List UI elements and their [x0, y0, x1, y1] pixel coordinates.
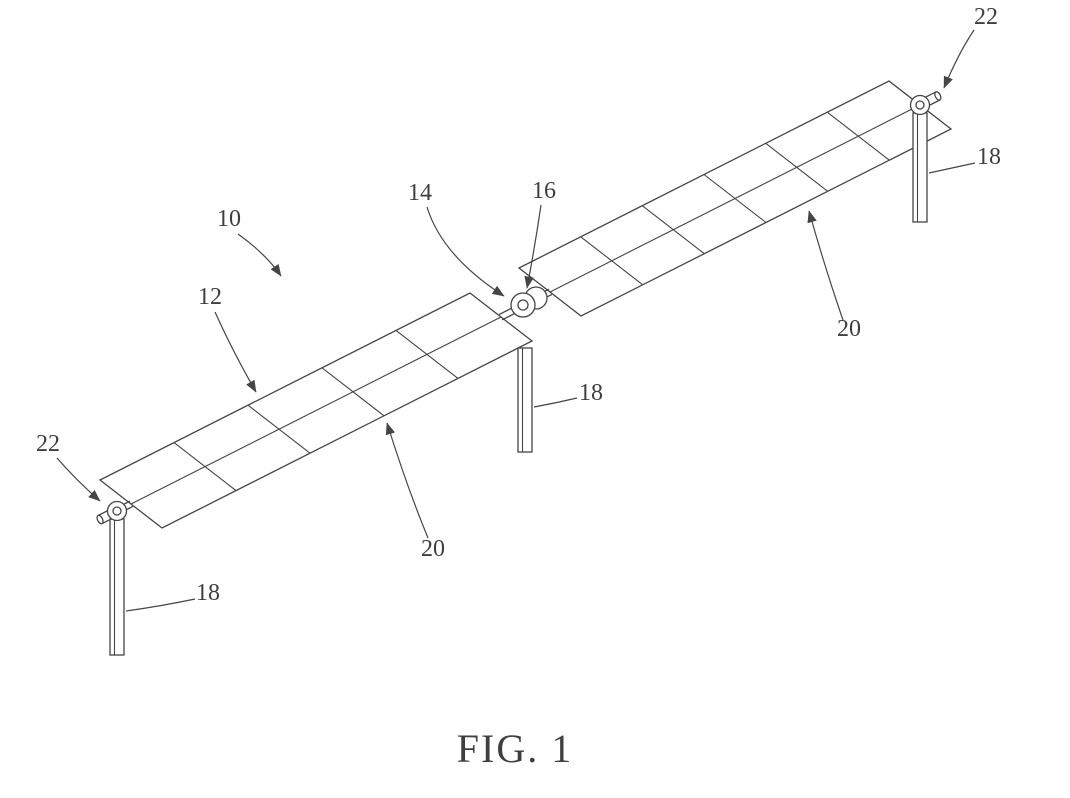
array-right-gridlines [549, 104, 921, 293]
ref-18-left-label: 18 [196, 580, 220, 606]
drive-gear-inner [517, 299, 529, 311]
ref-16-label: 16 [532, 178, 556, 204]
drive-motor-unit [510, 286, 548, 318]
ref-10: 10 [217, 206, 282, 277]
ref-10-leader [237, 233, 282, 277]
ref-22-left-label: 22 [36, 431, 60, 457]
ref-22-right: 22 [943, 4, 998, 89]
post-middle-body [517, 347, 533, 453]
ref-14-leader [426, 206, 505, 297]
support-post-left [109, 518, 125, 656]
ref-18-right-label: 18 [977, 144, 1001, 170]
ref-18-right-leader [928, 162, 976, 174]
bearing-assembly-right [909, 91, 942, 116]
ref-22-right-leader [943, 29, 975, 89]
ref-22-right-label: 22 [974, 4, 998, 30]
bearing-left-inner-ring [112, 506, 122, 516]
ref-22-left: 22 [36, 431, 101, 502]
post-right-body [912, 112, 928, 223]
ref-16: 16 [524, 178, 556, 289]
ref-12: 12 [198, 284, 257, 393]
ref-20-left-label: 20 [421, 536, 445, 562]
ref-18-left-leader [125, 598, 196, 612]
ref-20-right-label: 20 [837, 316, 861, 342]
ref-18-left: 18 [125, 580, 220, 612]
ref-20-right: 20 [807, 210, 861, 342]
ref-20-right-leader [807, 210, 844, 321]
bearing-right-inner-ring [915, 100, 925, 110]
ref-14: 14 [408, 180, 505, 297]
ref-16-leader [524, 204, 542, 289]
ref-18-middle: 18 [533, 380, 603, 408]
post-left-body [109, 518, 125, 656]
array-left-gridlines [130, 316, 502, 505]
ref-10-label: 10 [217, 206, 241, 232]
solar-array-right [517, 80, 953, 317]
bearing-assembly-left [96, 500, 128, 525]
ref-18-right: 18 [928, 144, 1001, 174]
support-post-middle [517, 347, 533, 453]
ref-18-middle-label: 18 [579, 380, 603, 406]
ref-22-left-leader [56, 457, 101, 502]
bearing-right-shaft-cap [934, 91, 942, 101]
bearing-right-shaft [923, 91, 941, 107]
ref-12-label: 12 [198, 284, 222, 310]
ref-20-left: 20 [385, 422, 445, 562]
bearing-left-shaft-cap [96, 514, 104, 525]
ref-18-middle-leader [533, 397, 578, 408]
ref-14-label: 14 [408, 180, 432, 206]
ref-20-left-leader [385, 422, 429, 539]
ref-12-leader [214, 311, 257, 393]
support-post-right [912, 112, 928, 223]
figure-caption: FIG. 1 [457, 726, 573, 771]
solar-array-left [98, 292, 534, 529]
